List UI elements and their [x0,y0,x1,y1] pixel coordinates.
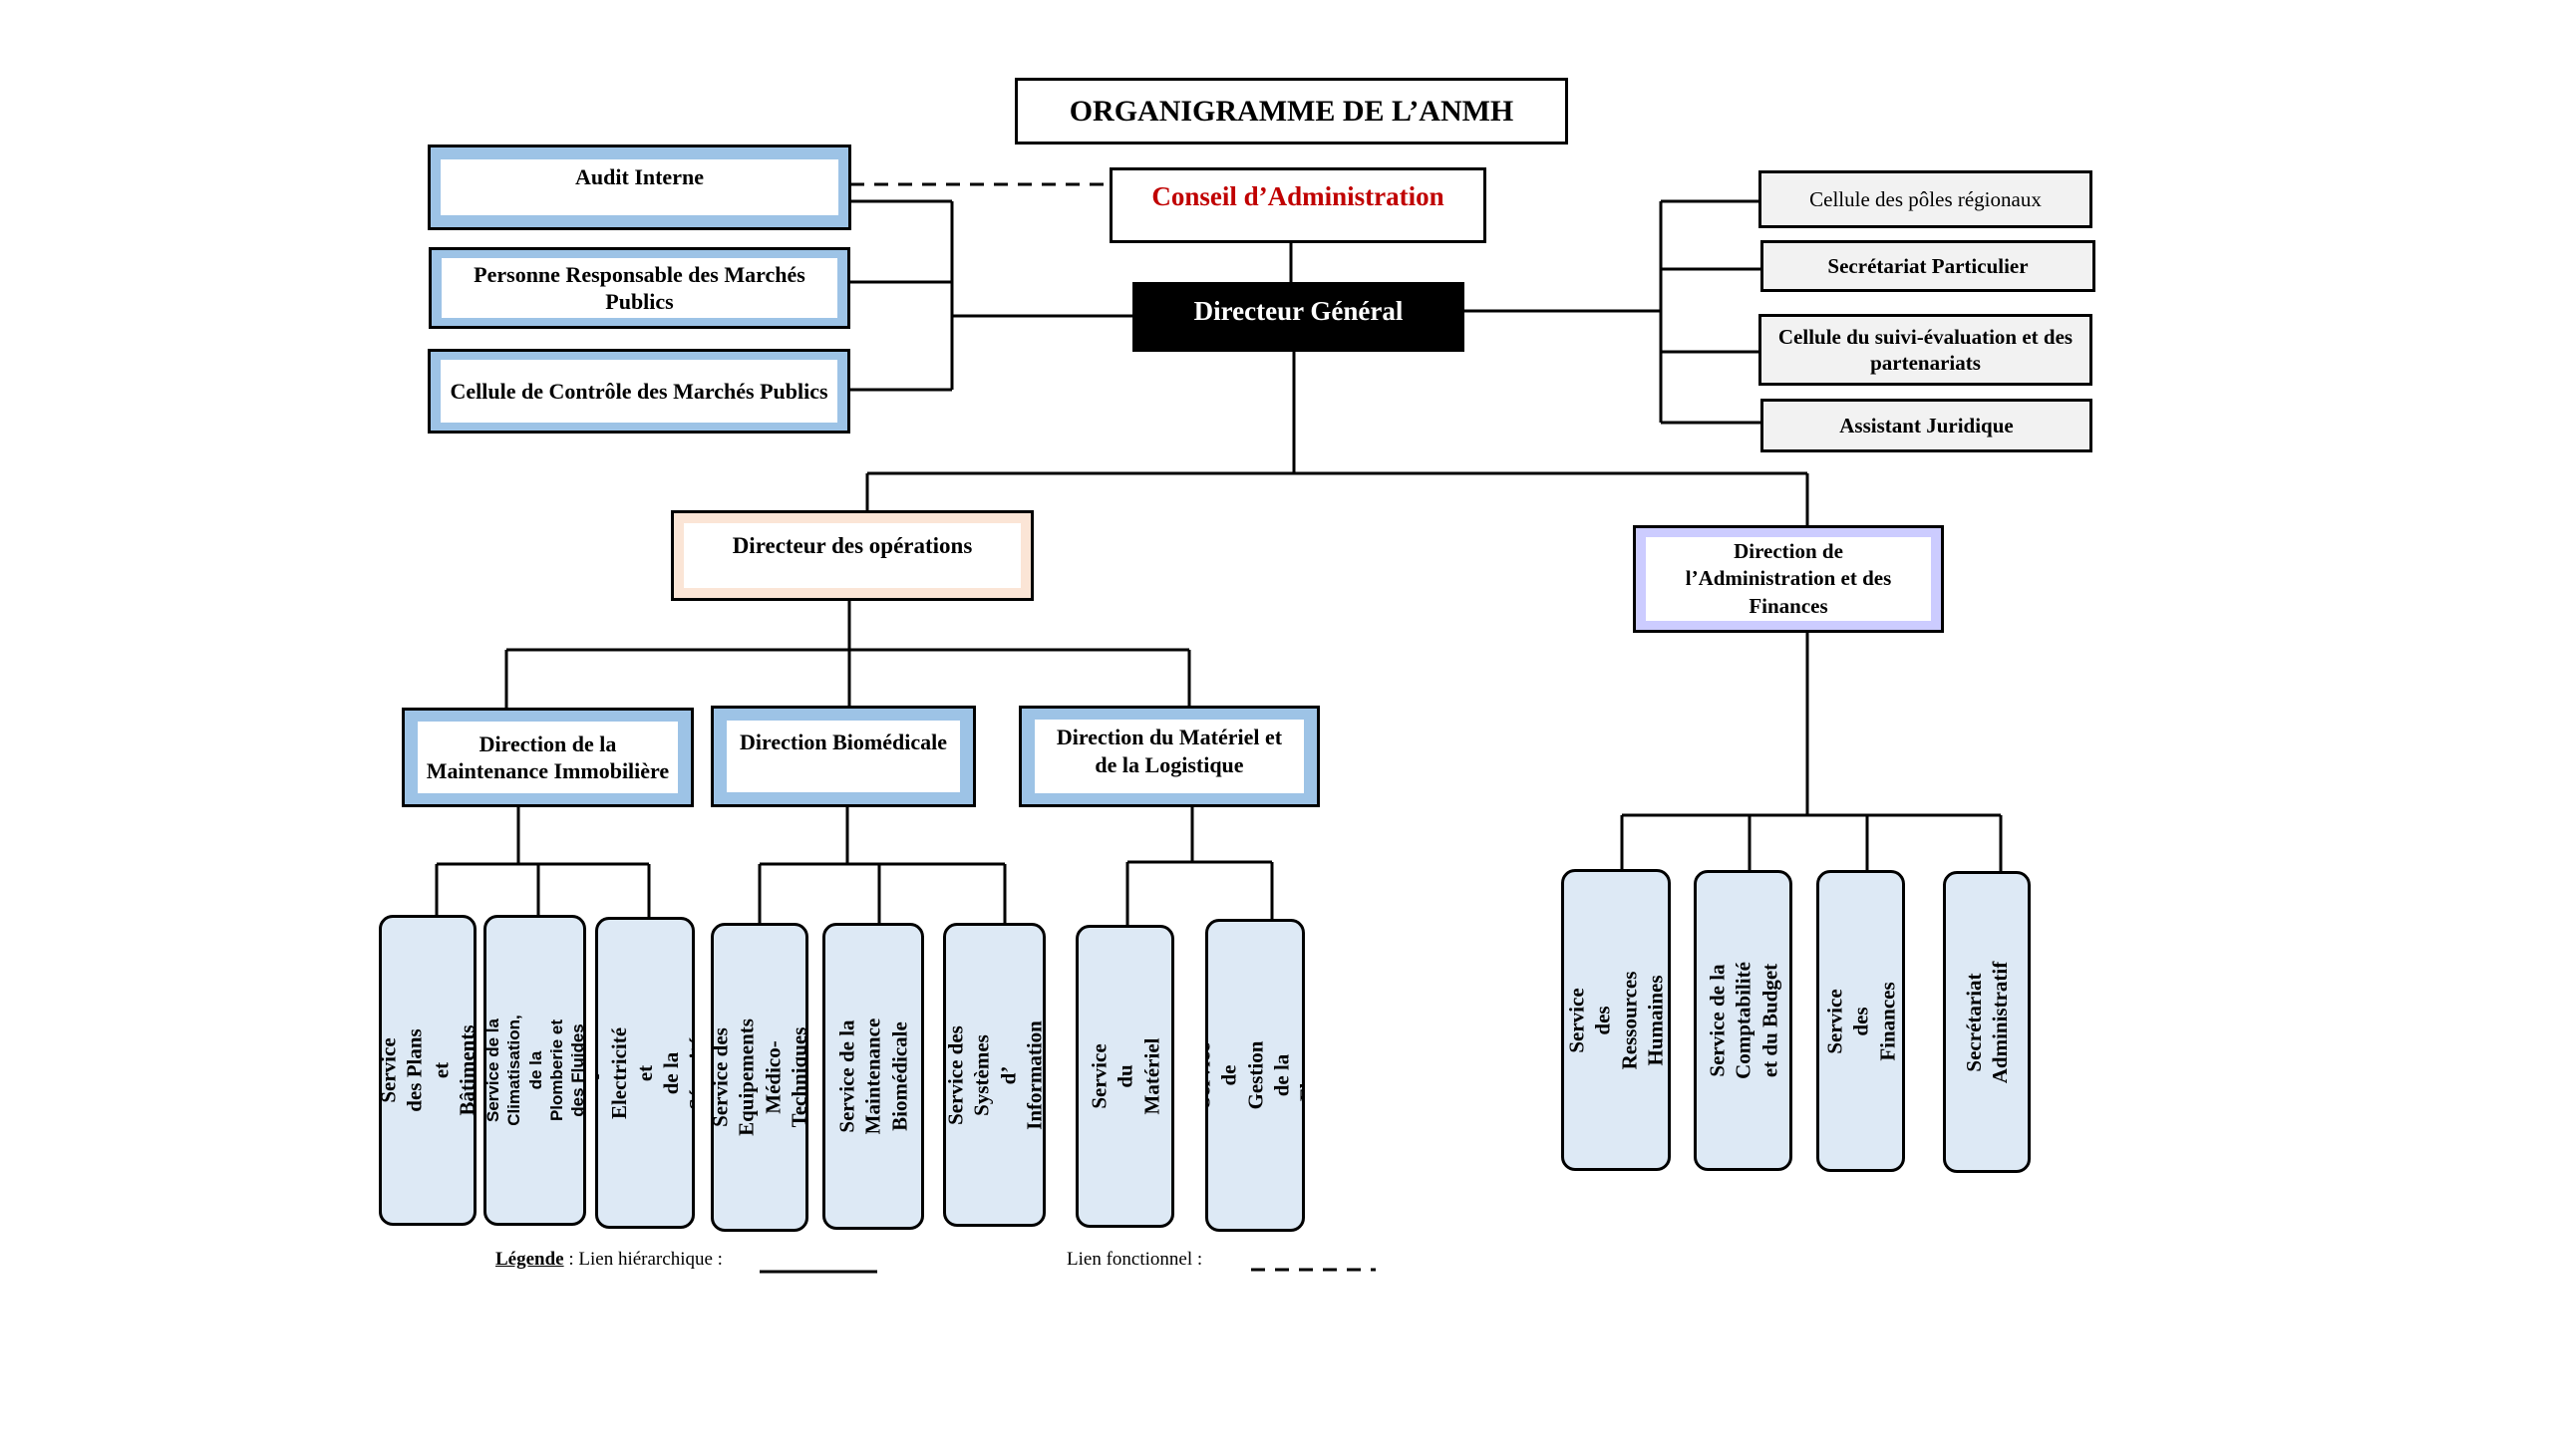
legend-hierarchique-text: : Lien hiérarchique : [563,1249,723,1270]
direction-materiel-logistique-label: Direction du Matériel et de la Logistiqu… [1035,720,1304,793]
service-systemes-information-label: Service des Systèmes d’ Information [943,1019,1046,1130]
secretariat-particulier-box: Secrétariat Particulier [1760,240,2095,292]
directeur-operations-box: Directeur des opérations [671,510,1034,601]
direction-maintenance-immobiliere-box: Direction de la Maintenance Immobilière [402,708,694,807]
service-materiel-label: Service du Matériel [1087,1037,1163,1115]
prmp-box: Personne Responsable des Marchés Publics [429,247,850,329]
directeur-operations-label: Directeur des opérations [684,523,1021,588]
daf-label: Direction de l’Administration et des Fin… [1646,537,1931,621]
service-gestion-flotte-label: Service de Gestion de la Flotte [1205,1040,1305,1110]
controle-marches-box: Cellule de Contrôle des Marchés Publics [428,349,850,434]
service-ressources-humaines: Service des Ressources Humaines [1561,869,1671,1171]
audit-interne-label: Audit Interne [441,159,838,215]
cellule-poles-box: Cellule des pôles régionaux [1758,170,2092,228]
direction-biomedicale-box: Direction Biomédicale [711,706,976,807]
service-climatisation-label: Service de la Climatisation, de la Plomb… [483,1015,586,1126]
service-electricite-label: Service de l’ Electricité et de la Sécur… [595,1026,695,1119]
service-climatisation: Service de la Climatisation, de la Plomb… [483,915,586,1226]
service-equipements-label: Service des Equipements Médico-Technique… [711,1019,808,1136]
service-gestion-flotte: Service de Gestion de la Flotte [1205,919,1305,1232]
controle-marches-label: Cellule de Contrôle des Marchés Publics [441,360,837,423]
directeur-general-box: Directeur Général [1132,282,1464,352]
service-plans-batiments-label: Service des Plans et Bâtiments [379,1024,477,1116]
functional-links [850,182,1376,1272]
service-finances: Service des Finances [1816,870,1905,1172]
audit-interne-box: Audit Interne [428,145,851,230]
cellule-suivi-evaluation-box: Cellule du suivi-évaluation et des parte… [1758,314,2092,386]
service-materiel: Service du Matériel [1076,925,1174,1228]
direction-materiel-logistique-box: Direction du Matériel et de la Logistiqu… [1019,706,1320,807]
service-electricite: Service de l’ Electricité et de la Sécur… [595,917,695,1229]
assistant-juridique-box: Assistant Juridique [1760,399,2092,452]
service-maintenance-biomedicale-label: Service de la Maintenance Biomédicale [834,1018,912,1135]
service-comptabilite-budget: Service de la Comptabilité et du Budget [1694,870,1792,1171]
legend-label: Légende [495,1249,564,1270]
secretariat-administratif: Secrétariat Administratif [1943,871,2031,1173]
direction-maintenance-immobiliere-label: Direction de la Maintenance Immobilière [418,722,678,793]
secretariat-administratif-label: Secrétariat Administratif [1961,961,2012,1083]
service-equipements-medico-techniques: Service des Equipements Médico-Technique… [711,923,808,1232]
service-comptabilite-budget-label: Service de la Comptabilité et du Budget [1705,962,1781,1079]
direction-biomedicale-label: Direction Biomédicale [727,721,960,792]
daf-box: Direction de l’Administration et des Fin… [1633,525,1944,633]
service-maintenance-biomedicale: Service de la Maintenance Biomédicale [822,923,924,1230]
legend-fonctionnel: Lien fonctionnel : [1067,1249,1203,1270]
service-finances-label: Service des Finances [1822,981,1899,1061]
service-ressources-humaines-label: Service des Ressources Humaines [1564,971,1668,1069]
chart-title: ORGANIGRAMME DE L’ANMH [1015,78,1568,145]
prmp-label: Personne Responsable des Marchés Publics [442,258,837,318]
legend-hierarchique: Légende : Lien hiérarchique : [495,1249,723,1271]
hierarchical-links [435,199,2003,1274]
conseil-administration-box: Conseil d’Administration [1110,167,1486,243]
service-systemes-information: Service des Systèmes d’ Information [943,923,1046,1227]
service-plans-batiments: Service des Plans et Bâtiments [379,915,477,1226]
